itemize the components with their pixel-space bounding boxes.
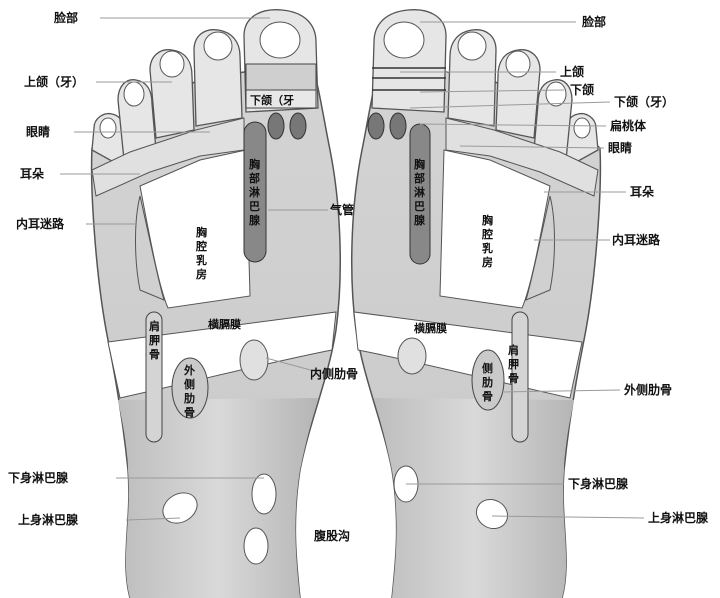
right-foot [352,10,601,598]
right-tonsil-1 [368,113,384,139]
label-right-chest-lymph: 胸部淋巴腺 [414,157,426,227]
label-right-upper-lymph: 上身淋巴腺 [648,510,709,525]
label-right-inner-rib: 侧肋骨 [482,361,493,403]
label-right-lower-lymph: 下身淋巴腺 [568,476,629,491]
label-left-upper-lymph: 上身淋巴腺 [18,512,79,527]
label-right-diaphragm: 横膈膜 [414,321,447,335]
left-tonsil-1 [268,113,284,139]
left-toe-3-nail [160,51,184,77]
right-toe-4-nail [546,82,566,106]
left-toe-1-nail [260,22,300,58]
label-left-face: 脸部 [54,10,78,25]
label-left-eye: 眼睛 [26,124,50,139]
left-lower-lymph-zone [252,474,276,514]
left-inner-rib-zone [240,340,268,380]
label-right-ear: 耳朵 [630,184,654,199]
label-inner-rib: 内侧肋骨 [310,366,358,381]
label-left-lower-lymph: 下身淋巴腺 [8,470,69,485]
label-right-eye: 眼睛 [608,140,632,155]
left-tonsil-2 [290,113,306,139]
left-groin-zone [244,528,268,564]
right-toe-3-nail [506,51,530,77]
label-right-scapula: 肩胛骨 [508,343,519,385]
label-right-inner-ear: 内耳迷路 [612,232,661,247]
left-toe-2-nail [204,32,232,60]
label-left-scapula: 肩胛骨 [149,319,160,361]
label-right-face: 脸部 [582,14,606,29]
label-left-diaphragm: 横膈膜 [208,317,241,331]
label-left-upper-jaw: 上颌（牙） [24,74,84,89]
left-toe-4-nail [124,82,144,106]
left-upper-jaw-band [246,64,316,90]
right-toe-1-nail [384,22,424,58]
label-left-inner-ear: 内耳迷路 [16,216,65,231]
label-left-ear: 耳朵 [20,166,44,181]
label-right-outer-rib: 外侧肋骨 [624,382,672,397]
label-right-tonsil: 扁桃体 [610,118,647,133]
label-right-upper-jaw: 上颌 [560,64,584,79]
label-trachea: 气管 [329,202,354,217]
label-left-lower-jaw: 下颌（牙 [250,93,294,107]
label-right-lower-jaw-b: 下颌（牙） [614,94,674,109]
label-left-chest-lymph: 胸部淋巴腺 [249,157,261,227]
right-tonsil-2 [390,113,406,139]
left-foot [92,10,341,598]
label-groin: 腹股沟 [314,528,350,543]
label-right-lower-jaw-a: 下颌 [570,82,594,97]
left-toe-5-nail [100,118,116,138]
right-toe-2-nail [458,32,486,60]
right-toe-5-nail [574,118,590,138]
right-inner-rib-zone [398,338,426,374]
